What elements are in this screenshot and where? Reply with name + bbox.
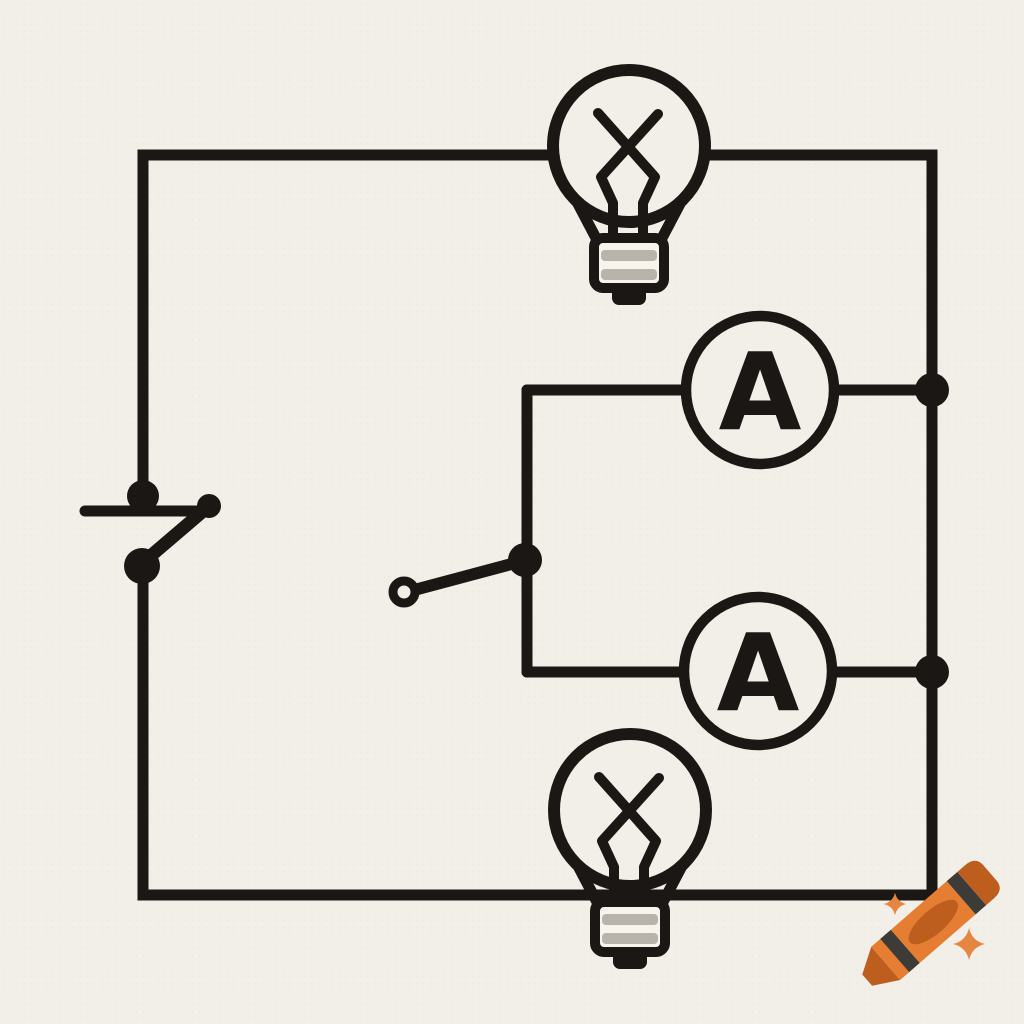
crayon-end-cap	[957, 860, 1000, 906]
junction-dot-top-right	[915, 373, 949, 407]
selector-pivot-dot	[508, 543, 542, 577]
crayon-band	[946, 871, 987, 915]
junction-dot-bottom-right	[915, 655, 949, 689]
circuit-outer-loop-wire	[137, 149, 938, 901]
selector-switch	[388, 543, 542, 608]
left-switch	[79, 480, 221, 584]
crayon-collar	[871, 938, 910, 980]
switch-lever	[140, 499, 216, 566]
crayon-band	[880, 929, 920, 973]
top-bulb	[553, 70, 705, 305]
switch-contact-dot-bottom	[124, 548, 160, 584]
switch-contact-dot-top	[127, 480, 159, 512]
top-ammeter: A	[680, 310, 840, 470]
crayon-logo	[862, 860, 1000, 986]
ammeter-label: A	[719, 331, 802, 455]
selector-lever	[412, 556, 525, 595]
ammeter-circle	[678, 591, 838, 751]
ammeter-circle	[680, 310, 840, 470]
bottom-ammeter: A	[678, 591, 838, 751]
sparkle-icon	[953, 928, 985, 960]
selector-open-terminal-ring	[388, 576, 420, 608]
switch-lever-tip-dot	[197, 494, 221, 518]
crayon-label-oval	[908, 899, 958, 945]
crayon-tip	[862, 946, 901, 986]
ammeter-label: A	[717, 612, 800, 736]
bottom-bulb	[554, 734, 706, 969]
